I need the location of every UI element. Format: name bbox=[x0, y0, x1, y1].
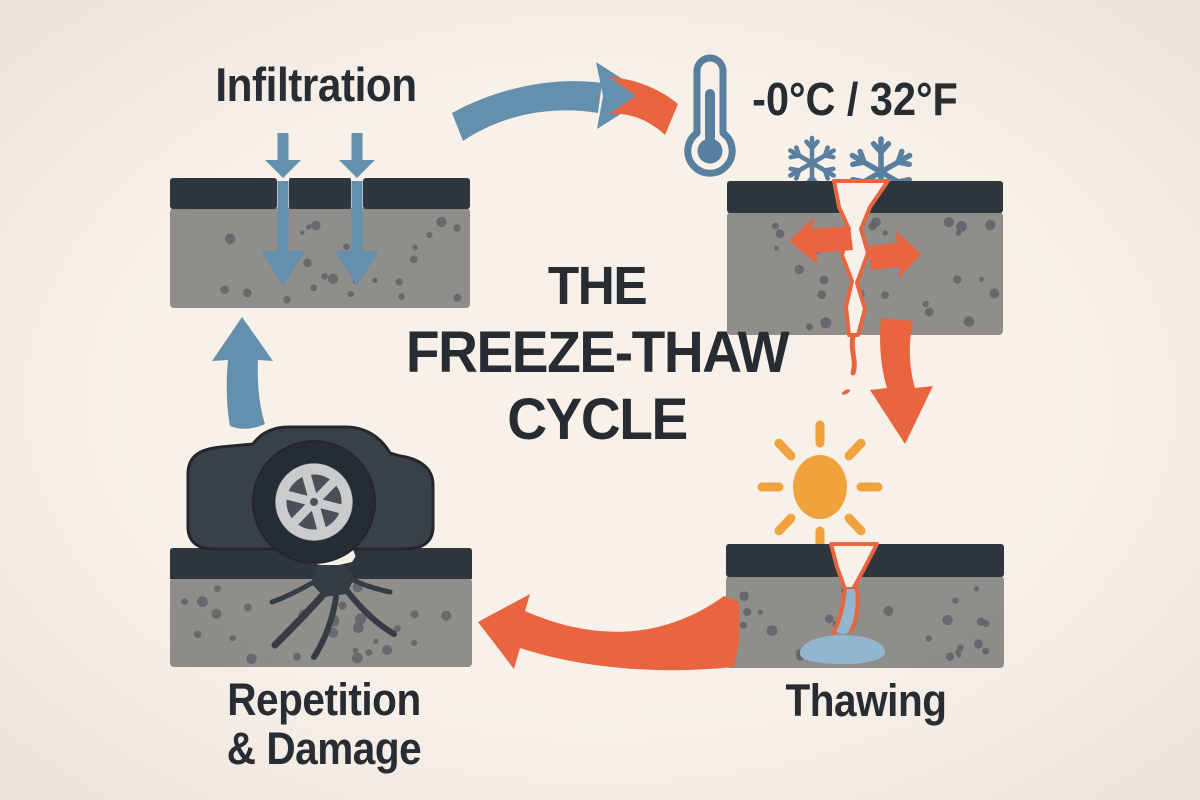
freezing-pavement bbox=[727, 179, 1003, 395]
curved-right-arrow-icon bbox=[452, 81, 602, 141]
meltwater-funnel bbox=[836, 589, 857, 634]
cycle-arrow-left-up bbox=[212, 317, 273, 429]
crack-branch bbox=[271, 592, 326, 649]
snowflake-icon bbox=[788, 135, 836, 191]
infiltration-pavement bbox=[170, 178, 470, 308]
diagram-title: THE FREEZE-THAW CYCLE bbox=[405, 256, 790, 458]
title-line-3: CYCLE bbox=[507, 387, 688, 452]
meltwater-puddle bbox=[799, 635, 885, 665]
thermometer-bulb bbox=[697, 138, 723, 164]
crack-branch bbox=[345, 589, 397, 637]
asphalt-layer-with-pothole bbox=[170, 548, 472, 579]
expansion-right-arrow-icon bbox=[868, 231, 921, 278]
crack-drip bbox=[849, 333, 857, 376]
curved-right-arrow-head-icon bbox=[596, 62, 649, 129]
asphalt-layer bbox=[170, 178, 277, 209]
wheel-hub-dot bbox=[310, 498, 318, 506]
down-arrow-icon bbox=[339, 160, 375, 178]
asphalt-layer bbox=[289, 178, 351, 209]
down-arrow-icon bbox=[335, 251, 379, 286]
infiltration-label: Infiltration bbox=[215, 58, 417, 111]
crack-branch bbox=[311, 594, 339, 660]
repetition-damage-label: Repetition & Damage bbox=[226, 674, 422, 774]
pavement-base-layer bbox=[170, 208, 470, 308]
crack-edge bbox=[831, 587, 847, 635]
thawing-pavement bbox=[726, 542, 1004, 668]
cycle-arrow-top bbox=[452, 62, 678, 141]
down-arrow-icon bbox=[277, 133, 289, 162]
cycle-arrow-right-down bbox=[870, 318, 933, 444]
title-line-2: FREEZE-THAW bbox=[405, 320, 790, 385]
crack-branch bbox=[350, 577, 393, 595]
down-arrow-icon bbox=[277, 181, 289, 253]
sun-disc bbox=[793, 455, 847, 519]
repetition-label-line-1: Repetition bbox=[227, 674, 421, 725]
thawing-label: Thawing bbox=[785, 675, 947, 726]
expansion-left-arrow-icon bbox=[789, 217, 853, 265]
crack-branch bbox=[269, 580, 315, 605]
infiltration-water-arrows bbox=[261, 133, 379, 286]
crack-drip-dot bbox=[841, 389, 851, 395]
title-line-1: THE bbox=[547, 256, 648, 316]
freezing-temperature-label: -0°C / 32°F bbox=[752, 73, 958, 125]
car-icon bbox=[186, 425, 435, 564]
asphalt-layer bbox=[363, 178, 470, 209]
crack-edge bbox=[849, 587, 860, 633]
pavement-base-layer bbox=[726, 576, 1004, 668]
down-arrow-icon bbox=[351, 181, 363, 253]
cycle-arrow-bottom-left bbox=[478, 594, 740, 671]
repetition-label-line-2: & Damage bbox=[226, 722, 422, 774]
damage-pavement bbox=[170, 544, 472, 667]
sun-icon bbox=[757, 420, 883, 554]
pothole-crack-core bbox=[311, 565, 354, 597]
wheel-spokes bbox=[283, 471, 345, 533]
wheel-rim-ring bbox=[275, 463, 353, 541]
thermometer-icon bbox=[684, 54, 736, 177]
pavement-base-layer bbox=[170, 578, 472, 667]
down-arrow-icon bbox=[351, 133, 363, 162]
down-arrow-icon bbox=[261, 251, 305, 286]
down-arrow-icon bbox=[265, 160, 301, 178]
orange-ribbon-icon bbox=[609, 77, 678, 135]
